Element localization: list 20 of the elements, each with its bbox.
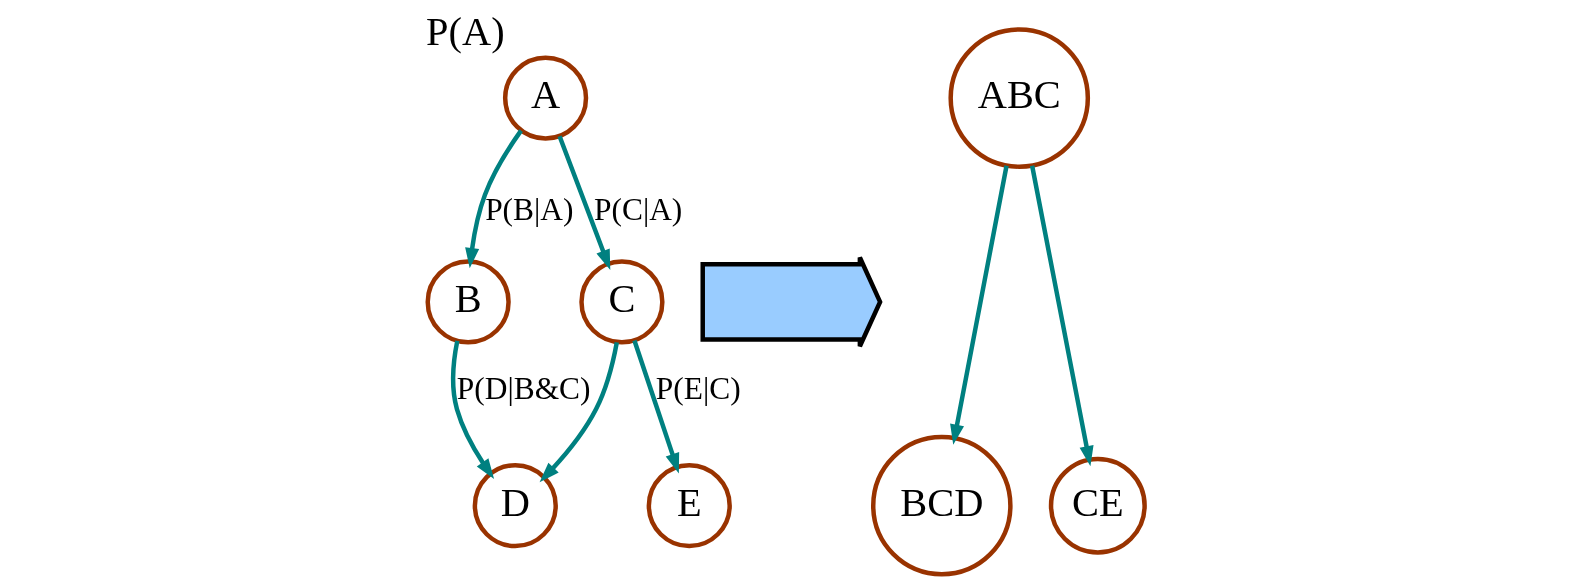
- node-label: P(A): [425, 9, 505, 55]
- node-circle: E: [646, 463, 732, 549]
- node-circle: C: [578, 259, 665, 345]
- arrow: [557, 135, 610, 271]
- edge-label: P(C|A): [593, 191, 682, 227]
- node-circle: B: [425, 259, 511, 345]
- node-circle: ABC: [947, 27, 1090, 169]
- node-circle: CE: [1048, 456, 1147, 555]
- arrow: [450, 340, 494, 480]
- arrow: [1029, 165, 1094, 467]
- arrow: [464, 129, 523, 269]
- node-circle: BCD: [870, 434, 1013, 577]
- node-arrow: [700, 255, 883, 349]
- node-circle: A: [502, 55, 588, 141]
- edge-label: P(E|C): [655, 371, 741, 407]
- edge-label: P(B|A): [484, 191, 573, 227]
- edge-label: P(D|B&C): [456, 371, 591, 407]
- arrow: [949, 165, 1009, 445]
- arrow: [539, 341, 619, 483]
- arrow: [631, 339, 679, 474]
